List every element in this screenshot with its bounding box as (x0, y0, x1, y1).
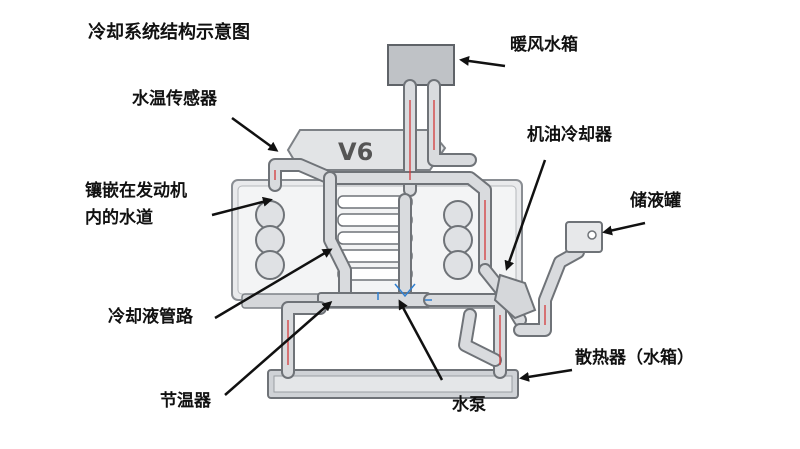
radiator (267, 369, 519, 399)
label-water-jacket-1: 镶嵌在发动机 (85, 180, 187, 201)
label-temp-sensor: 水温传感器 (132, 88, 218, 109)
diagram-title: 冷却系统结构示意图 (88, 21, 250, 43)
engine-block: V6 (231, 129, 523, 309)
reservoir-tank (565, 221, 603, 253)
label-heater-core: 暖风水箱 (510, 34, 578, 55)
engine-badge: V6 (338, 138, 373, 166)
label-thermostat: 节温器 (160, 390, 212, 411)
label-radiator: 散热器（水箱） (575, 347, 694, 368)
flow-arrows (274, 100, 546, 365)
heater-core (387, 44, 455, 86)
label-reservoir: 储液罐 (630, 190, 681, 211)
leader-lines (211, 56, 646, 396)
cylinders-left (255, 200, 285, 280)
label-water-pump: 水泵 (452, 394, 486, 415)
label-water-jacket-2: 内的水道 (85, 207, 153, 228)
oil-cooler (493, 273, 537, 320)
cylinders-right (443, 200, 473, 280)
label-coolant-pipe: 冷却液管路 (108, 306, 194, 327)
label-oil-cooler: 机油冷却器 (527, 124, 613, 145)
